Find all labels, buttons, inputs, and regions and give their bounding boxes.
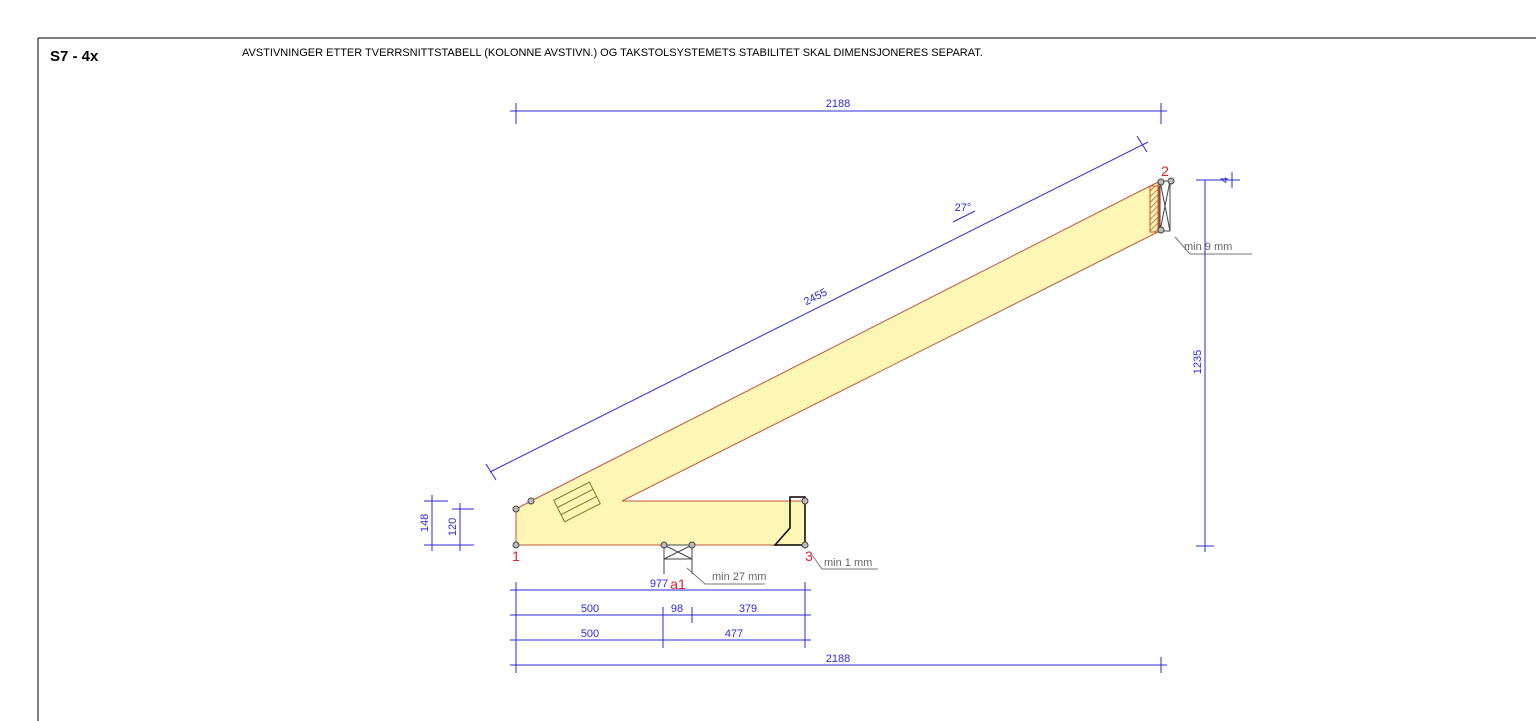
dim-seg-e: 477 bbox=[725, 628, 743, 640]
support-top bbox=[1159, 180, 1171, 232]
dim-top-span: 2188 bbox=[826, 98, 850, 110]
dim-pitch: 27° bbox=[955, 202, 972, 214]
node-label-2: 2 bbox=[1161, 163, 1169, 179]
heel-plate bbox=[773, 496, 806, 546]
end-cut-hatch bbox=[1149, 185, 1160, 233]
min-end-note: min 1 mm bbox=[824, 557, 872, 569]
truss-member bbox=[515, 181, 1159, 546]
dim-rafter-length: 2455 bbox=[802, 286, 829, 308]
dim-bottom-span: 2188 bbox=[826, 653, 850, 665]
dim-top-offset: 4 bbox=[1219, 177, 1231, 183]
min-top-note: min 9 mm bbox=[1184, 241, 1232, 253]
dim-seg-b: 98 bbox=[671, 603, 683, 615]
dimension-lines bbox=[424, 103, 1240, 673]
dim-height: 1235 bbox=[1192, 350, 1204, 374]
nail-plate bbox=[553, 481, 601, 523]
dim-seg-a: 500 bbox=[581, 603, 599, 615]
dim-left-outer: 148 bbox=[419, 514, 431, 532]
min-support-note: min 27 mm bbox=[712, 571, 766, 583]
dim-seg-c: 379 bbox=[739, 603, 757, 615]
nodes bbox=[512, 177, 1175, 549]
dim-left-inner: 120 bbox=[447, 518, 459, 536]
support-a1 bbox=[663, 544, 693, 574]
drawing-title: S7 - 4x bbox=[50, 48, 99, 65]
dim-seg-d: 500 bbox=[581, 628, 599, 640]
drawing-note: AVSTIVNINGER ETTER TVERRSNITTSTABELL (KO… bbox=[242, 47, 983, 59]
node-label-1: 1 bbox=[512, 548, 520, 564]
dim-chord-length: 977 bbox=[650, 578, 668, 590]
support-label-a1: a1 bbox=[670, 576, 686, 592]
node-label-3: 3 bbox=[805, 548, 813, 564]
